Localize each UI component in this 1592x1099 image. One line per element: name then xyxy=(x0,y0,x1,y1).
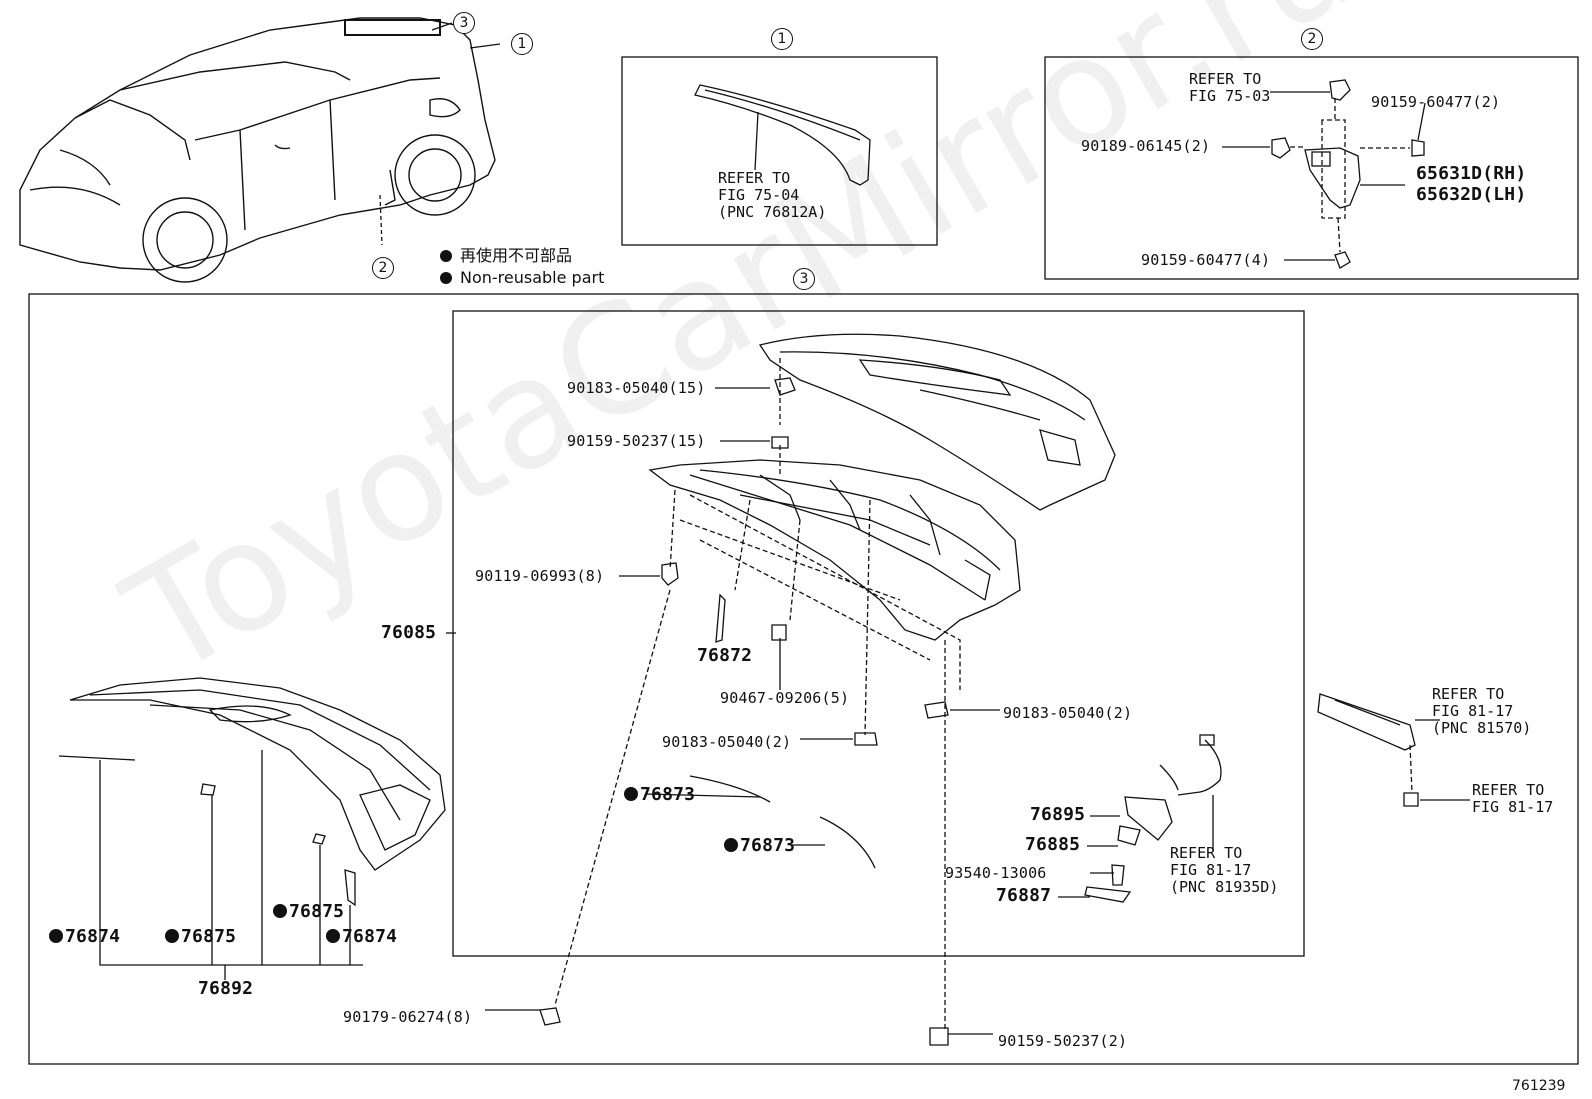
roof-outer-panel xyxy=(758,333,1116,511)
part-76875-right[interactable]: 76875 xyxy=(273,903,344,921)
part-76873-b[interactable]: 76873 xyxy=(724,837,795,855)
map-lamp-parts xyxy=(1084,734,1222,903)
part-76895[interactable]: 76895 xyxy=(1030,804,1086,825)
non-reusable-dot-icon xyxy=(326,929,340,943)
non-reusable-dot-icon xyxy=(624,787,638,801)
part-90179-06274[interactable]: 90179-06274(8) xyxy=(343,1008,473,1026)
callout-3-car: 3 xyxy=(453,12,475,34)
part-90159-60477-2[interactable]: 90159-60477(2) xyxy=(1371,93,1501,111)
headliner-assembly xyxy=(58,677,446,907)
part-76892[interactable]: 76892 xyxy=(198,978,254,999)
callout-2-panel: 2 xyxy=(1301,28,1323,50)
legend-en: Non-reusable part xyxy=(440,268,604,287)
part-76085[interactable]: 76085 xyxy=(381,622,437,643)
part-93540-13006[interactable]: 93540-13006 xyxy=(945,864,1047,882)
part-90189-06145[interactable]: 90189-06145(2) xyxy=(1081,137,1211,155)
callout-1-panel: 1 xyxy=(771,28,793,50)
spoiler-trim-shape xyxy=(694,84,871,186)
non-reusable-dot-icon xyxy=(49,929,63,943)
callout-2-car: 2 xyxy=(372,257,394,279)
part-76885[interactable]: 76885 xyxy=(1025,834,1081,855)
callout-3-panel: 3 xyxy=(793,268,815,290)
part-76874-right[interactable]: 76874 xyxy=(326,928,397,946)
part-90467-09206[interactable]: 90467-09206(5) xyxy=(720,689,850,707)
main-frame xyxy=(28,293,1579,1065)
callout-1-car: 1 xyxy=(511,33,533,55)
part-65632d[interactable]: 65632D(LH) xyxy=(1416,184,1527,205)
part-76872[interactable]: 76872 xyxy=(697,645,753,666)
non-reusable-dot-icon xyxy=(273,904,287,918)
part-76875-left[interactable]: 76875 xyxy=(165,928,236,946)
non-reusable-dot-icon xyxy=(724,838,738,852)
fasteners xyxy=(539,377,1419,1046)
part-90159-50237-15[interactable]: 90159-50237(15) xyxy=(567,432,706,450)
part-90183-05040-2-mid[interactable]: 90183-05040(2) xyxy=(662,733,792,751)
panel-2-frame xyxy=(1044,56,1579,280)
headliner-frame xyxy=(648,459,1021,641)
part-65631d[interactable]: 65631D(RH) xyxy=(1416,163,1527,184)
non-reusable-dot-icon xyxy=(165,929,179,943)
part-76887[interactable]: 76887 xyxy=(996,885,1052,906)
part-76873-a[interactable]: 76873 xyxy=(624,786,695,804)
non-reusable-dot-icon xyxy=(440,272,452,284)
car-illustration xyxy=(19,17,496,283)
figure-number: 761239 xyxy=(1512,1078,1566,1094)
legend-jp: 再使用不可部品 xyxy=(440,242,572,266)
part-90159-50237-2[interactable]: 90159-50237(2) xyxy=(998,1032,1128,1050)
part-90183-05040-2-right[interactable]: 90183-05040(2) xyxy=(1003,704,1133,722)
part-90119-06993[interactable]: 90119-06993(8) xyxy=(475,567,605,585)
bracket-shape xyxy=(1271,79,1425,269)
non-reusable-dot-icon xyxy=(440,250,452,262)
part-76874-left[interactable]: 76874 xyxy=(49,928,120,946)
panel-1-frame xyxy=(621,56,938,246)
assist-grip-bracket xyxy=(1317,693,1416,751)
part-90183-05040-15[interactable]: 90183-05040(15) xyxy=(567,379,706,397)
part-90159-60477-4[interactable]: 90159-60477(4) xyxy=(1141,251,1271,269)
